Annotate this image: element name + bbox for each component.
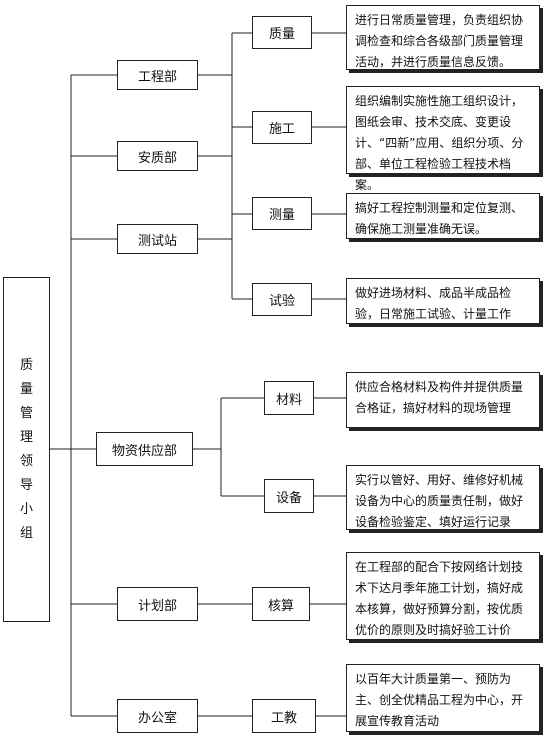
root-label-char: 组 [19,525,33,541]
dept-bangong-label: 办公室 [137,710,177,726]
desc-shebei-text: 实行以管好、用好、维修好机械设备为中心的质量责任制，做好设备检验鉴定、填好运行记… [355,473,524,529]
root-label-char: 导 [19,477,33,493]
desc-hesuan-text: 在工程部的配合下按网络计划技术下达月季年施工计划，搞好成本核算，做好预算分割，按… [355,560,524,637]
root-label: 质量管理领导小组 [4,354,49,546]
func-zhiliang-label: 质量 [268,27,295,42]
root-label-char: 领 [19,453,33,469]
func-shebei-label: 设备 [275,490,302,506]
desc-shiyan: 做好进场材料、成品半成品检验，日常施工试验、计量工作 [346,278,540,324]
func-zhiliang: 质量 [252,16,312,49]
root-label-char: 质 [19,357,33,373]
func-hesuan: 核算 [252,587,310,621]
func-shigong-label: 施工 [268,122,295,137]
func-shiyan-label: 试验 [268,294,295,309]
dept-jihua-label: 计划部 [137,598,177,614]
dept-gongcheng: 工程部 [117,60,198,90]
dept-bangong: 办公室 [117,699,198,733]
desc-shiyan-text: 做好进场材料、成品半成品检验，日常施工试验、计量工作 [355,286,512,321]
dept-ceshi-label: 测试站 [137,233,177,249]
root-label-char: 管 [19,405,33,421]
desc-shebei: 实行以管好、用好、维修好机械设备为中心的质量责任制，做好设备检验鉴定、填好运行记… [346,465,540,530]
desc-gongjiao-text: 以百年大计质量第一、预防为主、创全优精品工程为中心，开展宣传教育活动 [355,672,524,728]
dept-jihua: 计划部 [117,587,198,621]
root-label-char: 理 [19,429,33,445]
dept-wuzi-label: 物资供应部 [111,443,177,459]
dept-anzhi-label: 安质部 [137,150,177,166]
dept-anzhi: 安质部 [117,141,198,171]
desc-zhiliang-text: 进行日常质量管理，负责组织协调检查和综合各级部门质量管理活动，并进行质量信息反馈… [355,13,524,69]
dept-ceshi: 测试站 [117,224,198,254]
desc-gongjiao: 以百年大计质量第一、预防为主、创全优精品工程为中心，开展宣传教育活动 [346,664,540,732]
root-label-char: 小 [19,501,33,517]
desc-cailiao-text: 供应合格材料及构件并提供质量合格证，搞好材料的现场管理 [355,380,524,415]
desc-celiang: 搞好工程控制测量和定位复测、确保施工测量准确无误。 [346,193,540,239]
func-shigong: 施工 [252,111,312,144]
func-shiyan: 试验 [252,283,312,316]
desc-shigong: 组织编制实施性施工组织设计，图纸会审、技术交底、变更设计、“四新”应用、组织分项… [346,86,540,192]
root-node: 质量管理领导小组 [3,277,50,622]
dept-wuzi: 物资供应部 [96,432,193,466]
desc-shigong-text: 组织编制实施性施工组织设计，图纸会审、技术交底、变更设计、“四新”应用、组织分项… [355,94,524,192]
func-hesuan-label: 核算 [267,598,294,614]
func-cailiao: 材料 [264,381,314,415]
func-celiang-label: 测量 [268,208,295,223]
desc-hesuan: 在工程部的配合下按网络计划技术下达月季年施工计划，搞好成本核算，做好预算分割，按… [346,552,540,640]
func-cailiao-label: 材料 [275,392,302,408]
func-shebei: 设备 [264,479,314,513]
func-gongjiao-label: 工教 [270,710,297,726]
root-label-char: 量 [19,381,33,397]
desc-celiang-text: 搞好工程控制测量和定位复测、确保施工测量准确无误。 [355,201,524,236]
desc-cailiao: 供应合格材料及构件并提供质量合格证，搞好材料的现场管理 [346,372,540,428]
func-gongjiao: 工教 [252,699,316,733]
dept-gongcheng-label: 工程部 [137,69,177,85]
desc-zhiliang: 进行日常质量管理，负责组织协调检查和综合各级部门质量管理活动，并进行质量信息反馈… [346,5,540,70]
func-celiang: 测量 [252,197,312,230]
